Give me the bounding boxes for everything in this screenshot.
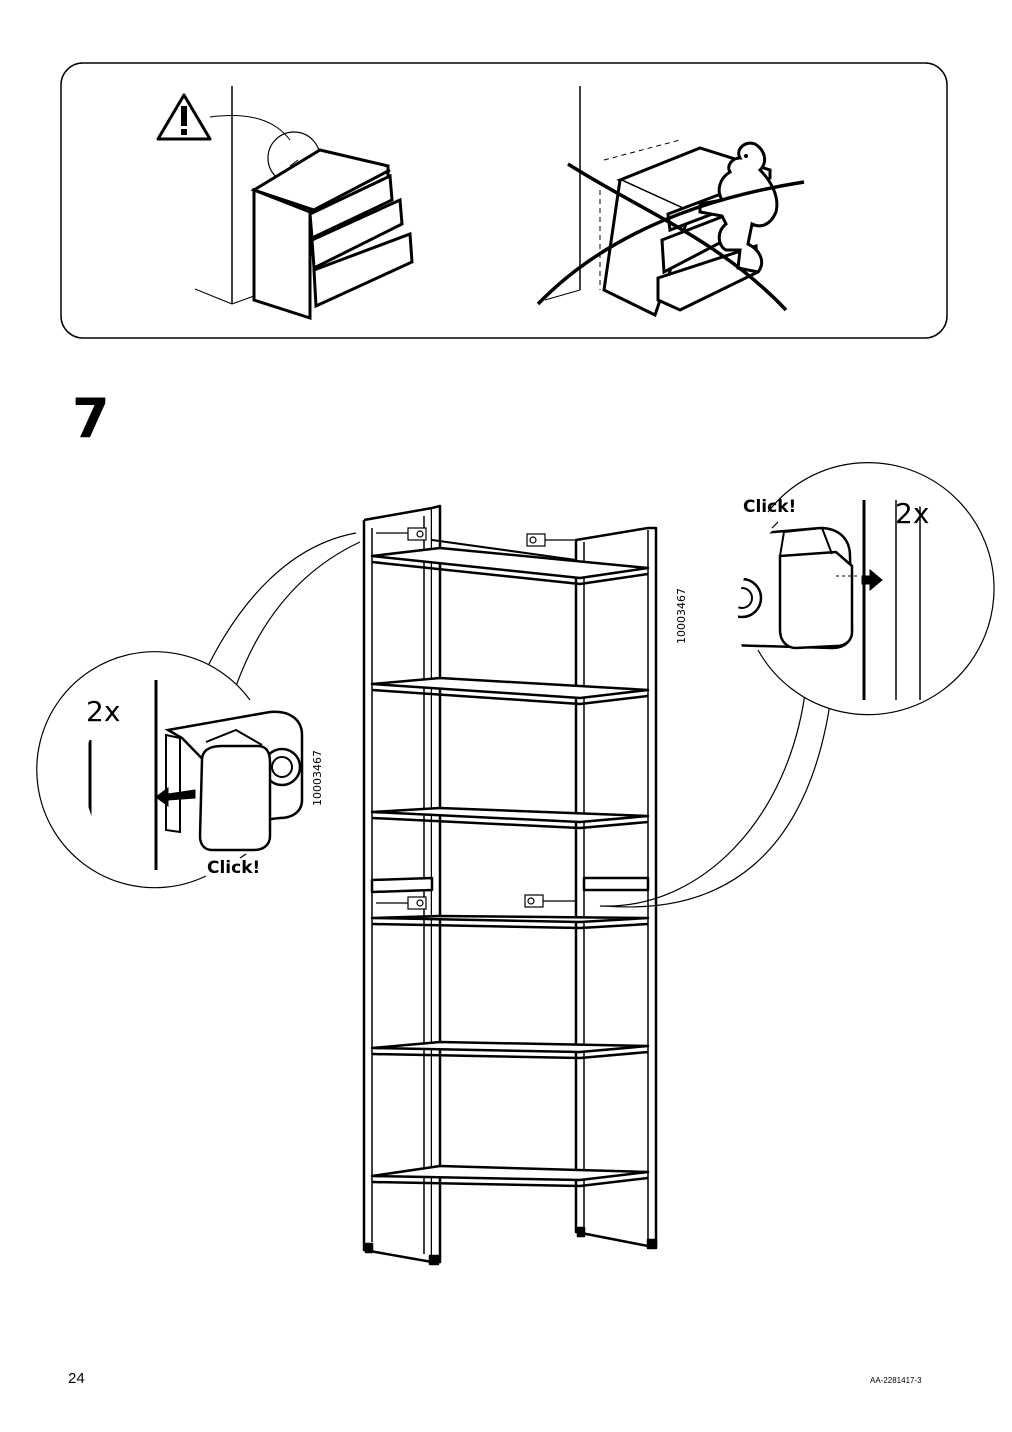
shelving-unit-illustration [36, 462, 995, 1266]
left-detail-callout [36, 651, 304, 889]
shelf [370, 914, 650, 930]
shelf [370, 1164, 650, 1188]
right-click-label: Click! [743, 497, 797, 517]
callout-leaders [204, 532, 833, 908]
warning-panel [60, 62, 948, 339]
left-quantity-label: 2x [86, 695, 121, 728]
warning-panel-border [60, 62, 948, 339]
climbing-child-illustration [536, 86, 805, 318]
document-code: AA-2281417-3 [870, 1376, 922, 1385]
step-number: 7 [72, 387, 110, 450]
shelf [370, 676, 650, 706]
left-click-label: Click! [207, 858, 261, 878]
callout-line [209, 115, 291, 141]
dresser-anchored-illustration [194, 86, 414, 321]
right-part-number: 10003467 [675, 588, 688, 644]
shelf [370, 546, 650, 586]
right-detail-callout [738, 462, 995, 716]
warning-triangle-icon [156, 93, 212, 141]
left-part-number: 10003467 [311, 750, 324, 806]
page-number: 24 [68, 1370, 85, 1387]
shelf [370, 806, 650, 830]
shelf [370, 1040, 650, 1060]
connector-clip-marker [376, 527, 576, 910]
right-quantity-label: 2x [895, 497, 930, 530]
